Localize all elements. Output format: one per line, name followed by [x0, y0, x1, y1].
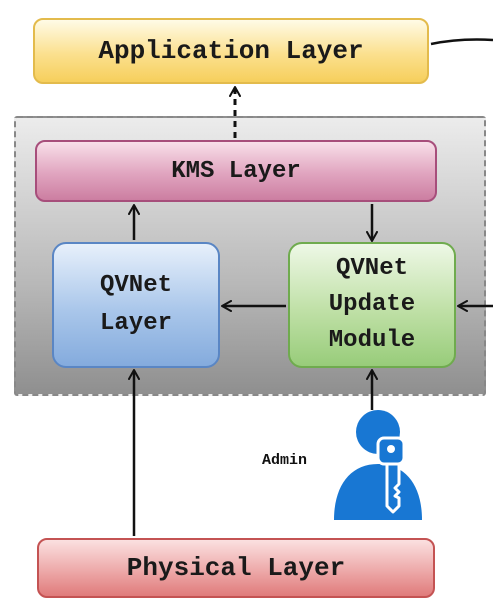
qvnet-layer-box: QVNet Layer [52, 242, 220, 368]
qvnet-update-module-box: QVNet Update Module [288, 242, 456, 368]
line-application-to-right [430, 38, 493, 46]
physical-layer-label: Physical Layer [126, 553, 346, 583]
application-layer-label: Application Layer [98, 36, 364, 66]
application-layer-box: Application Layer [33, 18, 429, 84]
qvnet-layer-label-line2: Layer [99, 310, 172, 337]
update-module-label-line1: QVNet [335, 255, 408, 282]
qvnet-layer-label-line1: QVNet [99, 272, 172, 299]
admin-user-key-icon [334, 410, 422, 520]
update-module-label-line3: Module [328, 327, 416, 354]
physical-layer-box: Physical Layer [37, 538, 435, 598]
kms-layer-label: KMS Layer [171, 157, 301, 185]
admin-label: Admin [262, 452, 308, 469]
update-module-label-line2: Update [328, 291, 416, 318]
kms-layer-box: KMS Layer [35, 140, 437, 202]
